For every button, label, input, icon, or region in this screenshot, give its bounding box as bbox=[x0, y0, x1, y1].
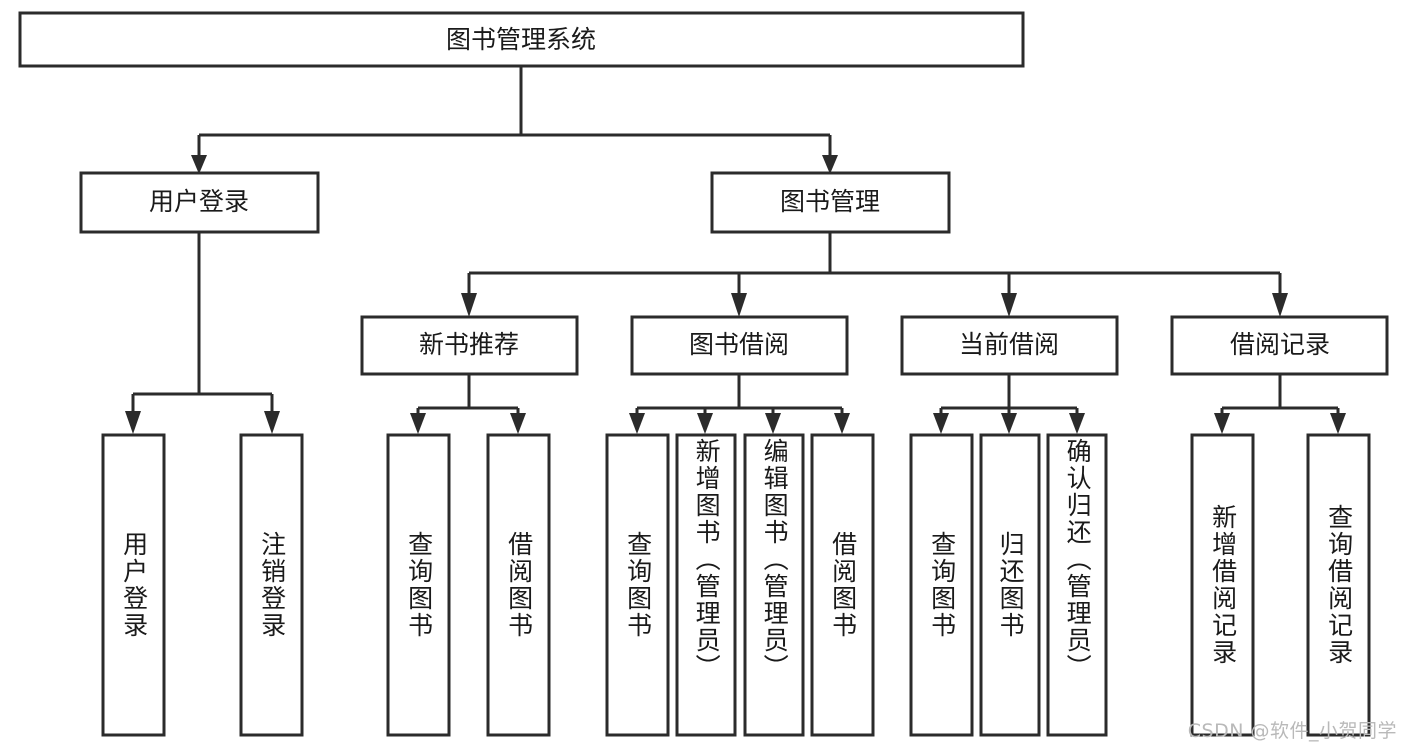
connector-group-book-borrow bbox=[629, 374, 850, 434]
node-user-login-rect[interactable] bbox=[79, 171, 320, 234]
node-current-borrow-label: 当前借阅 bbox=[959, 330, 1059, 359]
arrow-head-user-login bbox=[191, 155, 207, 174]
node-book-management-label: 图书管理 bbox=[780, 187, 880, 216]
connector-group-borrow-record bbox=[1214, 374, 1346, 434]
node-borrow-record-rect[interactable] bbox=[1170, 315, 1389, 376]
arrow-head-borrow-record bbox=[1272, 293, 1288, 317]
connector-group-new-book-recommend bbox=[410, 374, 526, 434]
arrow-head-bb-add-book bbox=[697, 413, 713, 434]
leaf-rect-logout[interactable] bbox=[239, 433, 304, 737]
node-user-login[interactable]: 用户登录 bbox=[79, 171, 320, 234]
leaf-rect-cb-query-book[interactable] bbox=[909, 433, 974, 737]
arrow-head-br-add-record bbox=[1214, 413, 1230, 434]
node-current-borrow-rect[interactable] bbox=[900, 315, 1119, 376]
node-root-system-rect[interactable] bbox=[18, 11, 1025, 68]
arrow-head-bb-query-book bbox=[629, 413, 645, 434]
arrow-head-cb-return-book bbox=[1001, 413, 1017, 434]
csdn-watermark: CSDN @软件_小贺同学 bbox=[1187, 720, 1397, 742]
node-current-borrow[interactable]: 当前借阅 bbox=[900, 315, 1119, 376]
node-root-system[interactable]: 图书管理系统 bbox=[18, 11, 1025, 68]
node-new-book-recommend-label: 新书推荐 bbox=[419, 330, 519, 359]
leaf-rect-user-login[interactable] bbox=[101, 433, 166, 737]
arrow-head-bb-edit-book bbox=[765, 413, 781, 434]
node-new-book-recommend-rect[interactable] bbox=[360, 315, 579, 376]
arrow-head-leaf-logout bbox=[264, 411, 280, 434]
node-book-borrow-rect[interactable] bbox=[630, 315, 849, 376]
node-borrow-record-label: 借阅记录 bbox=[1230, 330, 1330, 359]
node-book-management[interactable]: 图书管理 bbox=[710, 171, 951, 234]
arrow-head-bb-borrow-book bbox=[834, 413, 850, 434]
node-root-system-label: 图书管理系统 bbox=[446, 25, 596, 54]
node-user-login-label: 用户登录 bbox=[149, 187, 249, 216]
arrow-head-current-borrow bbox=[1001, 293, 1017, 317]
arrow-head-nbr-query-book bbox=[410, 413, 426, 434]
leaf-rect-nbr-borrow-book[interactable] bbox=[486, 433, 551, 737]
arrow-head-cb-query-book bbox=[933, 413, 949, 434]
leaf-rect-bb-borrow-book[interactable] bbox=[810, 433, 875, 737]
arrow-head-book-mgmt bbox=[822, 155, 838, 174]
connector-group-user-login bbox=[125, 232, 280, 434]
arrow-head-leaf-user-login bbox=[125, 411, 141, 434]
leaf-rect-bb-add-book[interactable] bbox=[675, 433, 737, 737]
arrow-head-new-book-recommend bbox=[461, 293, 477, 317]
arrow-head-br-query-record bbox=[1330, 413, 1346, 434]
leaf-rect-cb-confirm-return[interactable] bbox=[1046, 433, 1108, 737]
connector-group-root bbox=[191, 66, 838, 174]
leaf-rect-br-query-record[interactable] bbox=[1306, 433, 1371, 737]
leaf-rect-bb-edit-book[interactable] bbox=[743, 433, 805, 737]
leaf-rect-br-add-record[interactable] bbox=[1190, 433, 1255, 737]
node-borrow-record[interactable]: 借阅记录 bbox=[1170, 315, 1389, 376]
node-book-borrow[interactable]: 图书借阅 bbox=[630, 315, 849, 376]
connector-group-book-mgmt bbox=[461, 232, 1288, 317]
arrow-head-nbr-borrow-book bbox=[510, 413, 526, 434]
leaf-rect-cb-return-book[interactable] bbox=[979, 433, 1041, 737]
arrow-head-cb-confirm-return bbox=[1069, 413, 1085, 434]
node-book-management-rect[interactable] bbox=[710, 171, 951, 234]
leaf-rect-bb-query-book[interactable] bbox=[605, 433, 670, 737]
node-new-book-recommend[interactable]: 新书推荐 bbox=[360, 315, 579, 376]
node-book-borrow-label: 图书借阅 bbox=[689, 330, 789, 359]
leaf-rect-nbr-query-book[interactable] bbox=[386, 433, 451, 737]
connector-group-current-borrow bbox=[933, 374, 1085, 434]
arrow-head-book-borrow bbox=[731, 293, 747, 317]
